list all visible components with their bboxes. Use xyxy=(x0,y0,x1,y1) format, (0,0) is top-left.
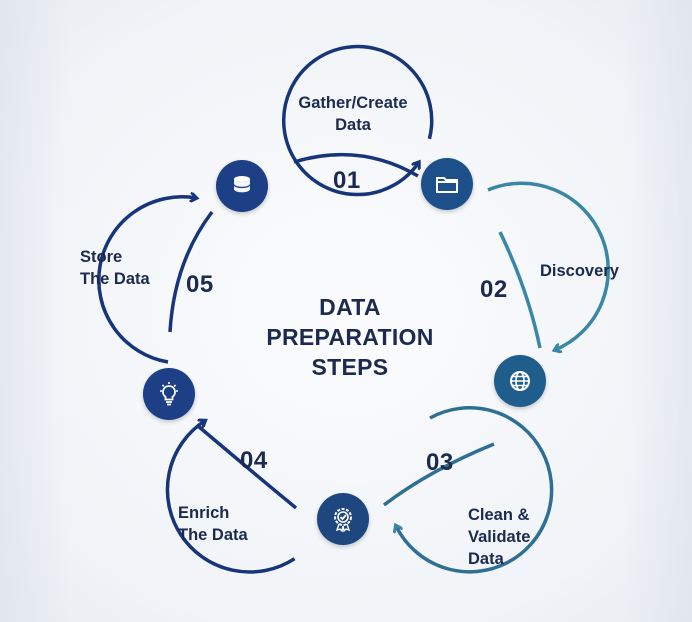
badge-check-icon xyxy=(334,508,352,533)
step-01-label: Gather/Create Data xyxy=(298,94,408,134)
diagram-title: DATA PREPARATION STEPS xyxy=(266,294,434,380)
step-01-ring xyxy=(282,44,434,197)
step-02-label: Discovery xyxy=(540,262,619,280)
step-01-icon-circle xyxy=(421,158,473,210)
step-03-number: 03 xyxy=(426,449,454,476)
step-03-ring xyxy=(382,406,554,574)
step-04-ring xyxy=(165,417,298,574)
step-05-icon-circle xyxy=(216,160,268,212)
database-icon xyxy=(233,176,251,194)
step-05-label: Store The Data xyxy=(80,248,150,288)
step-02-number: 02 xyxy=(480,276,508,303)
globe-icon xyxy=(510,371,530,391)
step-04-icon-circle xyxy=(143,368,195,420)
step-01-number: 01 xyxy=(333,167,361,194)
step-02-ring xyxy=(487,181,610,350)
step-04-number: 04 xyxy=(240,447,268,474)
step-03-label: Clean & Validate Data xyxy=(468,506,531,568)
step-04-label: Enrich The Data xyxy=(178,504,248,544)
step-03-icon-circle xyxy=(317,493,369,545)
step-05-ring xyxy=(97,197,214,364)
step-05-number: 05 xyxy=(186,271,214,298)
lightbulb-icon xyxy=(160,382,178,406)
step-02-icon-circle xyxy=(494,355,546,407)
folder-icon xyxy=(436,177,458,193)
